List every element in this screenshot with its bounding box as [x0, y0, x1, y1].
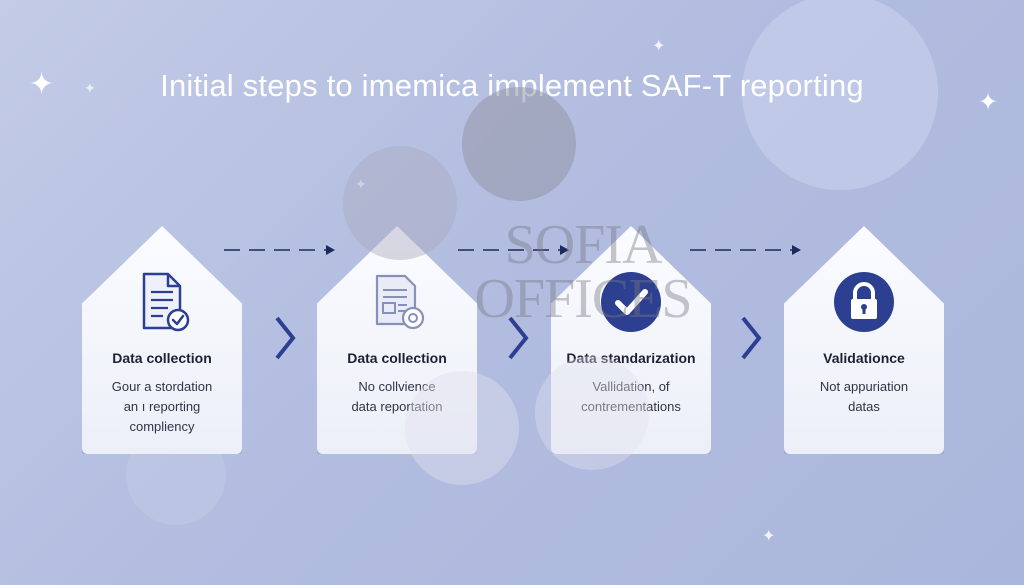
- decor-circle: [535, 356, 649, 470]
- step-description: Vallidation, of contrementations: [581, 379, 681, 414]
- watermark: SOFIA OFFICES: [458, 214, 708, 330]
- decor-circle: [343, 146, 457, 260]
- document-check-icon: [142, 272, 190, 332]
- sparkle-icon: ✦: [355, 177, 367, 193]
- sparkle-icon: ✦: [978, 88, 999, 116]
- watermark-line: OFFICES: [474, 268, 692, 330]
- dashed-arrow-icon: [224, 245, 335, 255]
- step-card: Validationce Not appuriation datas: [784, 226, 944, 454]
- sparkle-icon: ✦: [84, 81, 96, 97]
- watermark-line: SOFIA: [504, 214, 663, 276]
- step-title: Data standarization: [566, 350, 696, 366]
- decor-circle: [742, 0, 938, 190]
- dashed-arrow-icon: [458, 245, 569, 255]
- sparkle-icon: ✦: [652, 36, 666, 55]
- step-description: Not appuriation datas: [819, 379, 909, 414]
- sparkle-icon: ✦: [29, 67, 55, 102]
- step-description: No collvience data reportation: [351, 379, 443, 414]
- chevron-right-icon: [275, 316, 296, 360]
- chevron-right-icon: [508, 316, 529, 360]
- step-title: Data collection: [347, 350, 447, 366]
- step-title: Data collection: [112, 350, 212, 366]
- step-description: Gour a stordation an ı reporting complie…: [111, 379, 213, 434]
- chevron-right-icon: [741, 316, 762, 360]
- decor-circle: [462, 87, 576, 201]
- decor-circle: [405, 371, 519, 485]
- sparkle-icon: ✦: [762, 526, 776, 545]
- dashed-arrow-icon: [690, 245, 801, 255]
- step-card: Data collection Gour a stordation an ı r…: [82, 226, 242, 454]
- padlock-icon: [834, 272, 894, 332]
- document-gear-icon: [375, 274, 425, 330]
- step-title: Validationce: [823, 350, 905, 366]
- checkmark-circle-icon: [601, 272, 661, 332]
